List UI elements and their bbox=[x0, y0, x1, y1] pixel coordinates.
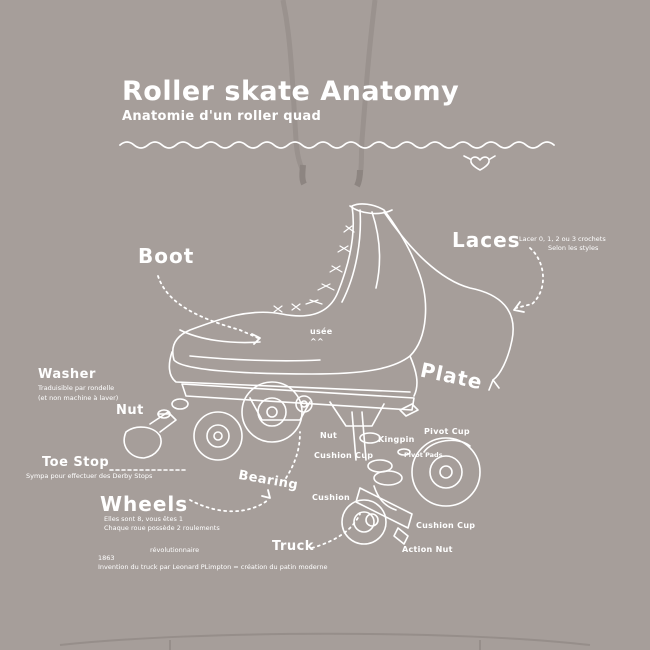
wheel-front-left bbox=[193, 411, 243, 461]
laces-note-line-1: Lacer 0, 1, 2 ou 3 crochets bbox=[519, 235, 606, 243]
label-usee: usée bbox=[310, 327, 333, 336]
label-cushion-cup-2: Cushion Cup bbox=[416, 521, 476, 530]
toe-stop bbox=[123, 426, 162, 459]
heart-icon bbox=[463, 155, 496, 171]
arrow-boot bbox=[157, 275, 259, 339]
washer-note-line-1: Traduisible par rondelle bbox=[38, 384, 115, 392]
label-usee-marks: ^^ bbox=[310, 337, 325, 346]
label-cushion-cup: Cushion Cup bbox=[314, 451, 374, 460]
laces-note-line-2: Selon les styles bbox=[548, 244, 599, 252]
arrow-truck bbox=[311, 513, 361, 549]
label-pivot-cup: Pivot Cup bbox=[424, 427, 470, 436]
label-kingpin: Kingpin bbox=[378, 435, 415, 444]
wheel-rear-right bbox=[411, 437, 481, 507]
arrow-wheels bbox=[189, 499, 269, 513]
label-nut-small: Nut bbox=[320, 431, 338, 440]
washer-note-line-2: (et non machine à laver) bbox=[38, 394, 119, 402]
wave-line bbox=[119, 141, 555, 149]
page-title: Roller skate Anatomy bbox=[122, 76, 460, 107]
wheels-note-line-2: Chaque roue possède 2 roulements bbox=[104, 524, 220, 532]
label-nut: Nut bbox=[116, 403, 144, 418]
label-pivot-pads: Pivot Pads bbox=[404, 451, 443, 459]
page-subtitle: Anatomie d'un roller quad bbox=[122, 109, 322, 124]
wheels-note-line-1: Elles sont 8, vous êtes 1 bbox=[104, 515, 184, 523]
label-action-nut: Action Nut bbox=[402, 545, 453, 554]
label-wheels: Wheels bbox=[100, 492, 189, 516]
wheel-front-right bbox=[241, 381, 303, 443]
label-washer: Washer bbox=[38, 367, 96, 382]
toe-stop-note: Sympa pour effectuer des Derby Stops bbox=[26, 472, 153, 480]
label-laces: Laces bbox=[452, 228, 521, 252]
truck-revolution: révolutionnaire bbox=[150, 546, 200, 554]
plate bbox=[181, 383, 415, 411]
label-boot: Boot bbox=[138, 244, 195, 268]
truck-year: 1863 bbox=[98, 554, 115, 562]
arrow-bearing bbox=[285, 431, 301, 479]
wheel-rear-left bbox=[341, 499, 387, 545]
truck bbox=[355, 487, 413, 529]
label-toe-stop: Toe Stop bbox=[42, 455, 110, 470]
label-truck: Truck bbox=[272, 539, 314, 554]
truck-note: Invention du truck par Leonard PLimpton … bbox=[98, 563, 328, 571]
label-cushion: Cushion bbox=[312, 493, 351, 502]
boot-shaft bbox=[172, 203, 427, 375]
arrow-laces bbox=[515, 247, 544, 309]
